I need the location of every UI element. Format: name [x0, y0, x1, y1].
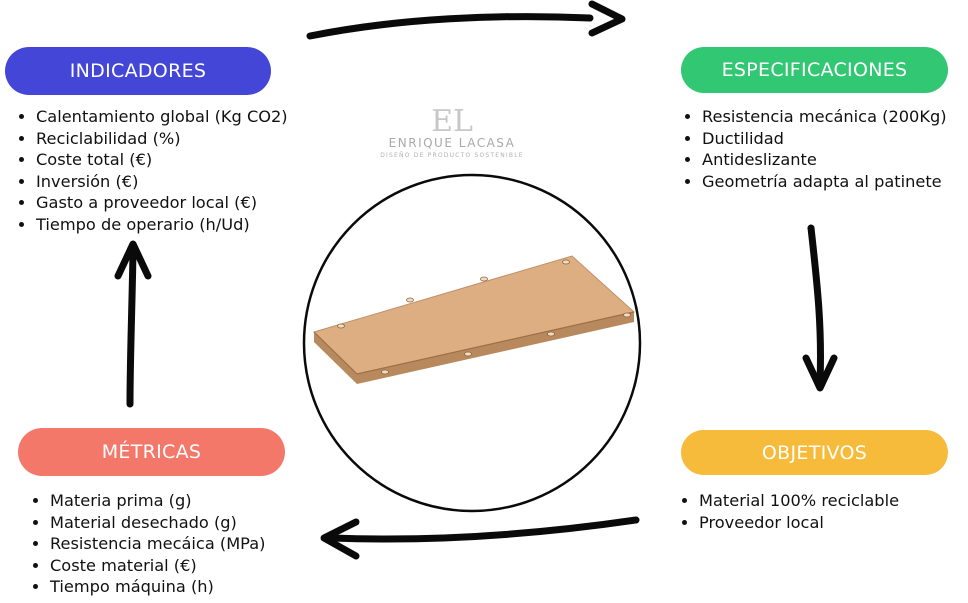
skateboard-deck-image: [313, 255, 636, 384]
list-item: Material desechado (g): [50, 512, 265, 534]
list-item: Inversión (€): [36, 171, 288, 193]
metricas-header: MÉTRICAS: [18, 428, 285, 476]
list-item: Reciclabilidad (%): [36, 128, 288, 150]
indicadores-list: Calentamiento global (Kg CO2) Reciclabil…: [14, 106, 288, 235]
list-item: Antideslizante: [702, 149, 947, 171]
list-item: Tiempo de operario (h/Ud): [36, 214, 288, 236]
arrow-left: [114, 240, 152, 408]
especificaciones-title: ESPECIFICACIONES: [721, 59, 908, 81]
objetivos-header: OBJETIVOS: [681, 430, 948, 475]
watermark-logo: EL ENRIQUE LACASA DISEÑO DE PRODUCTO SOS…: [362, 104, 542, 162]
watermark-name: ENRIQUE LACASA: [388, 136, 516, 150]
objetivos-list: Material 100% reciclable Proveedor local: [677, 490, 899, 533]
objetivos-title: OBJETIVOS: [761, 441, 868, 464]
list-item: Ductilidad: [702, 128, 947, 150]
metricas-title: MÉTRICAS: [101, 441, 202, 463]
list-item: Material 100% reciclable: [699, 490, 899, 512]
arrow-top: [306, 0, 626, 40]
list-item: Materia prima (g): [50, 490, 265, 512]
list-item: Geometría adapta al patinete: [702, 171, 947, 193]
indicadores-header: INDICADORES: [5, 47, 271, 95]
arrow-right: [802, 224, 838, 392]
list-item: Coste total (€): [36, 149, 288, 171]
indicadores-title: INDICADORES: [69, 60, 207, 82]
metricas-list: Materia prima (g) Material desechado (g)…: [28, 490, 265, 598]
list-item: Calentamiento global (Kg CO2): [36, 106, 288, 128]
watermark-monogram: EL: [431, 104, 473, 139]
list-item: Resistencia mecánica (200Kg): [702, 106, 947, 128]
arrow-bottom: [320, 516, 640, 560]
especificaciones-list: Resistencia mecánica (200Kg) Ductilidad …: [680, 106, 947, 192]
list-item: Proveedor local: [699, 512, 899, 534]
list-item: Resistencia mecáica (MPa): [50, 533, 265, 555]
especificaciones-header: ESPECIFICACIONES: [681, 47, 948, 93]
list-item: Tiempo máquina (h): [50, 576, 265, 598]
list-item: Coste material (€): [50, 555, 265, 577]
watermark-tagline: DISEÑO DE PRODUCTO SOSTENIBLE: [380, 152, 524, 159]
list-item: Gasto a proveedor local (€): [36, 192, 288, 214]
